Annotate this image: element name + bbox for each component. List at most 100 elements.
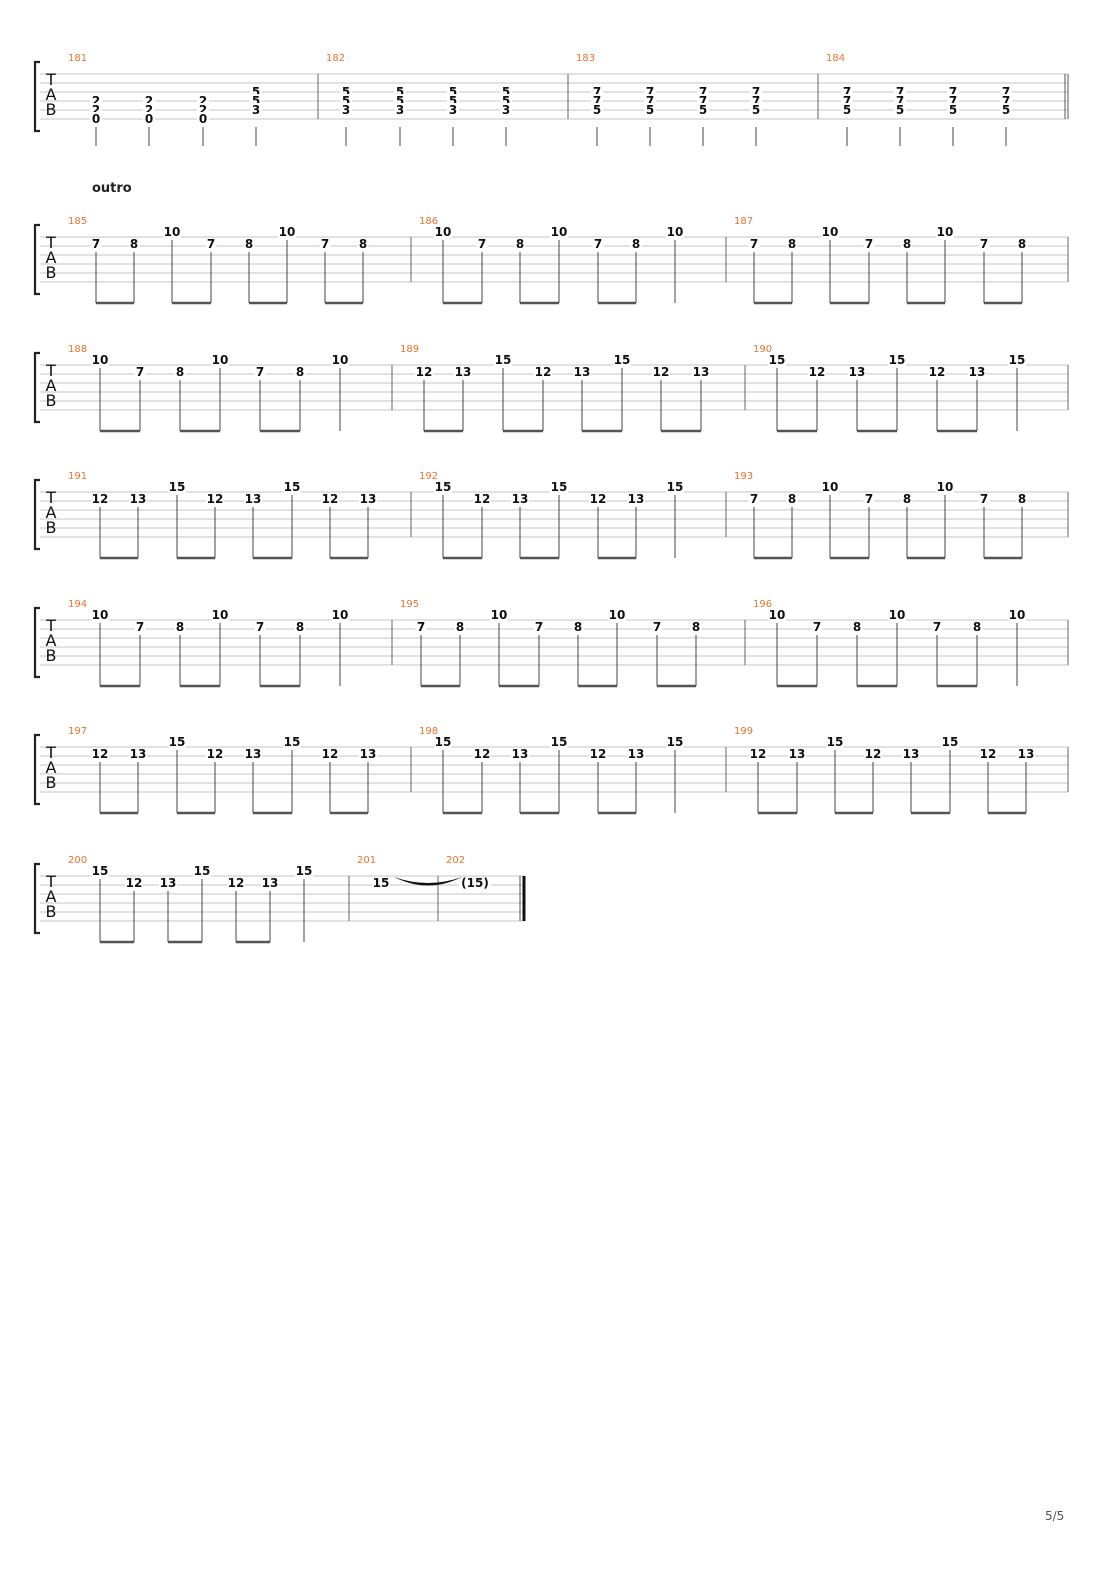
fret-number: 12	[207, 747, 224, 761]
fret-number: 15	[284, 735, 301, 749]
fret-number: 5	[752, 103, 760, 117]
note-bg	[244, 493, 262, 505]
fret-number: 8	[456, 620, 464, 634]
page-number: 5/5	[1045, 1509, 1065, 1523]
measure-number: 195	[400, 599, 419, 610]
fret-number: 7	[136, 365, 144, 379]
note-bg	[786, 493, 798, 505]
note-bg	[244, 748, 262, 760]
fret-number: 10	[212, 608, 229, 622]
note-bg	[811, 621, 823, 633]
note-bg	[331, 354, 349, 366]
note-bg	[163, 226, 181, 238]
note-bg	[514, 238, 526, 250]
fret-number: 7	[593, 85, 601, 99]
note-bg	[331, 609, 349, 621]
note-bg	[550, 481, 568, 493]
note-bg	[768, 354, 786, 366]
note-bg	[243, 238, 255, 250]
note-bg	[254, 366, 266, 378]
fret-number: 7	[896, 94, 904, 108]
note-bg	[278, 226, 296, 238]
fret-number: 5	[449, 85, 457, 99]
note-bg	[134, 621, 146, 633]
measure-number: 201	[357, 855, 376, 866]
fret-number: 3	[252, 103, 260, 117]
note-bg	[1016, 493, 1028, 505]
note-bg	[936, 226, 954, 238]
tab-clef-letter: T	[45, 616, 56, 635]
note-bg	[206, 493, 224, 505]
fret-number: 7	[593, 94, 601, 108]
fret-number: 10	[551, 225, 568, 239]
system-bracket	[33, 606, 40, 679]
note-bg	[863, 238, 875, 250]
fret-number: 7	[750, 492, 758, 506]
note-bg	[250, 103, 262, 115]
note-bg	[947, 103, 959, 115]
fret-number: 8	[973, 620, 981, 634]
fret-number: 13	[1018, 747, 1035, 761]
fret-number: 7	[865, 492, 873, 506]
fret-number: 5	[1002, 103, 1010, 117]
fret-number: 7	[699, 85, 707, 99]
note-bg	[206, 748, 224, 760]
fret-number: 7	[949, 94, 957, 108]
note-bg	[434, 226, 452, 238]
note-bg	[476, 238, 488, 250]
measure-number: 197	[68, 726, 87, 737]
note-bg	[159, 877, 177, 889]
note-bg	[91, 609, 109, 621]
fret-number: 15	[827, 735, 844, 749]
fret-number: 10	[937, 480, 954, 494]
fret-number: 10	[491, 608, 508, 622]
fret-number: 5	[699, 103, 707, 117]
fret-number: 10	[769, 608, 786, 622]
note-bg	[434, 736, 452, 748]
fret-number: 7	[980, 492, 988, 506]
note-bg	[651, 621, 663, 633]
fret-number: 7	[653, 620, 661, 634]
fret-number: 2	[92, 103, 100, 117]
fret-number: 13	[903, 747, 920, 761]
system-bracket	[33, 223, 40, 296]
note-bg	[888, 609, 906, 621]
note-bg	[205, 238, 217, 250]
fret-number: 7	[646, 94, 654, 108]
fret-number: 12	[207, 492, 224, 506]
note-bg	[494, 354, 512, 366]
fret-number: 12	[416, 365, 433, 379]
tab-clef-letter: T	[45, 743, 56, 762]
measure-number: 181	[68, 53, 87, 64]
measure-number: 186	[419, 216, 438, 227]
fret-number: 15	[92, 864, 109, 878]
note-bg	[748, 238, 760, 250]
fret-number: 8	[1018, 492, 1026, 506]
fret-number: 7	[865, 237, 873, 251]
measure-number: 202	[446, 855, 465, 866]
fret-number: 8	[692, 620, 700, 634]
fret-number: 7	[1002, 85, 1010, 99]
note-bg	[294, 366, 306, 378]
note-bg	[340, 103, 352, 115]
fret-number: 5	[252, 85, 260, 99]
fret-number: 10	[667, 225, 684, 239]
fret-number: 7	[417, 620, 425, 634]
fret-number: 7	[896, 85, 904, 99]
fret-number: 13	[789, 747, 806, 761]
fret-number: 0	[92, 112, 100, 126]
fret-number: 7	[256, 365, 264, 379]
note-bg	[692, 366, 710, 378]
note-bg	[294, 621, 306, 633]
note-bg	[613, 354, 631, 366]
fret-number: 7	[949, 85, 957, 99]
fret-number: 10	[1009, 608, 1026, 622]
fret-number: 2	[199, 94, 207, 108]
measure-number: 185	[68, 216, 87, 227]
fret-number: 8	[903, 492, 911, 506]
fret-number: 7	[752, 94, 760, 108]
note-bg	[534, 366, 552, 378]
fret-number: 12	[322, 492, 339, 506]
note-bg	[928, 366, 946, 378]
measure-number: 192	[419, 471, 438, 482]
